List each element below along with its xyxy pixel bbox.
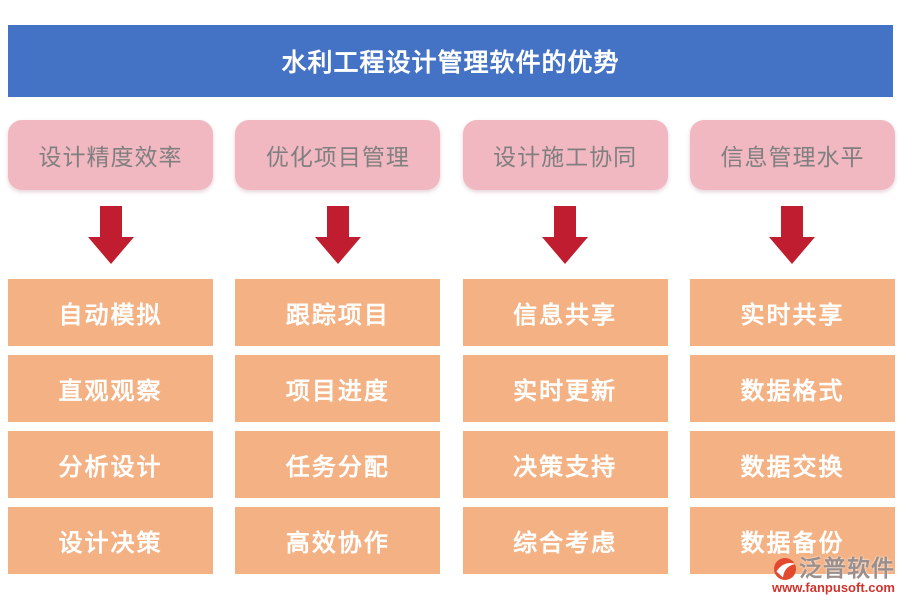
category-box: 优化项目管理 [235, 120, 441, 190]
category-box: 信息管理水平 [689, 120, 895, 190]
feature-box: 自动模拟 [8, 279, 213, 346]
feature-box: 高效协作 [235, 507, 441, 574]
feature-box: 跟踪项目 [235, 279, 441, 346]
feature-box: 数据交换 [689, 431, 895, 498]
column-information-management: 信息管理水平 实时共享 数据格式 数据交换 数据备份 [689, 120, 895, 574]
category-box: 设计精度效率 [8, 120, 213, 190]
feature-box: 数据格式 [689, 355, 895, 422]
feature-box: 分析设计 [8, 431, 213, 498]
column-design-construction-collaboration: 设计施工协同 信息共享 实时更新 决策支持 综合考虑 [462, 120, 668, 574]
down-arrow-icon [542, 190, 589, 279]
fanpu-logo-icon [773, 557, 797, 581]
down-arrow-icon [769, 190, 816, 279]
brand-name: 泛普软件 [799, 556, 895, 582]
feature-box: 项目进度 [235, 355, 441, 422]
feature-box: 决策支持 [462, 431, 668, 498]
column-project-management: 优化项目管理 跟踪项目 项目进度 任务分配 高效协作 [235, 120, 441, 574]
columns-container: 设计精度效率 自动模拟 直观观察 分析设计 设计决策 优化项目管理 跟踪项目 项… [8, 120, 895, 574]
brand-url: www.fanpusoft.com [771, 580, 895, 596]
page-title: 水利工程设计管理软件的优势 [281, 50, 620, 77]
feature-box: 任务分配 [235, 431, 441, 498]
category-box: 设计施工协同 [462, 120, 668, 190]
feature-box: 直观观察 [8, 355, 213, 422]
watermark: 泛普软件 www.fanpusoft.com [772, 557, 895, 595]
feature-box: 实时更新 [462, 355, 668, 422]
feature-box: 信息共享 [462, 279, 668, 346]
title-banner: 水利工程设计管理软件的优势 [8, 25, 893, 97]
column-design-accuracy: 设计精度效率 自动模拟 直观观察 分析设计 设计决策 [8, 120, 213, 574]
feature-box: 设计决策 [8, 507, 213, 574]
down-arrow-icon [87, 190, 134, 279]
feature-box: 实时共享 [689, 279, 895, 346]
feature-box: 综合考虑 [462, 507, 668, 574]
brand-row: 泛普软件 [772, 557, 895, 581]
down-arrow-icon [314, 190, 361, 279]
